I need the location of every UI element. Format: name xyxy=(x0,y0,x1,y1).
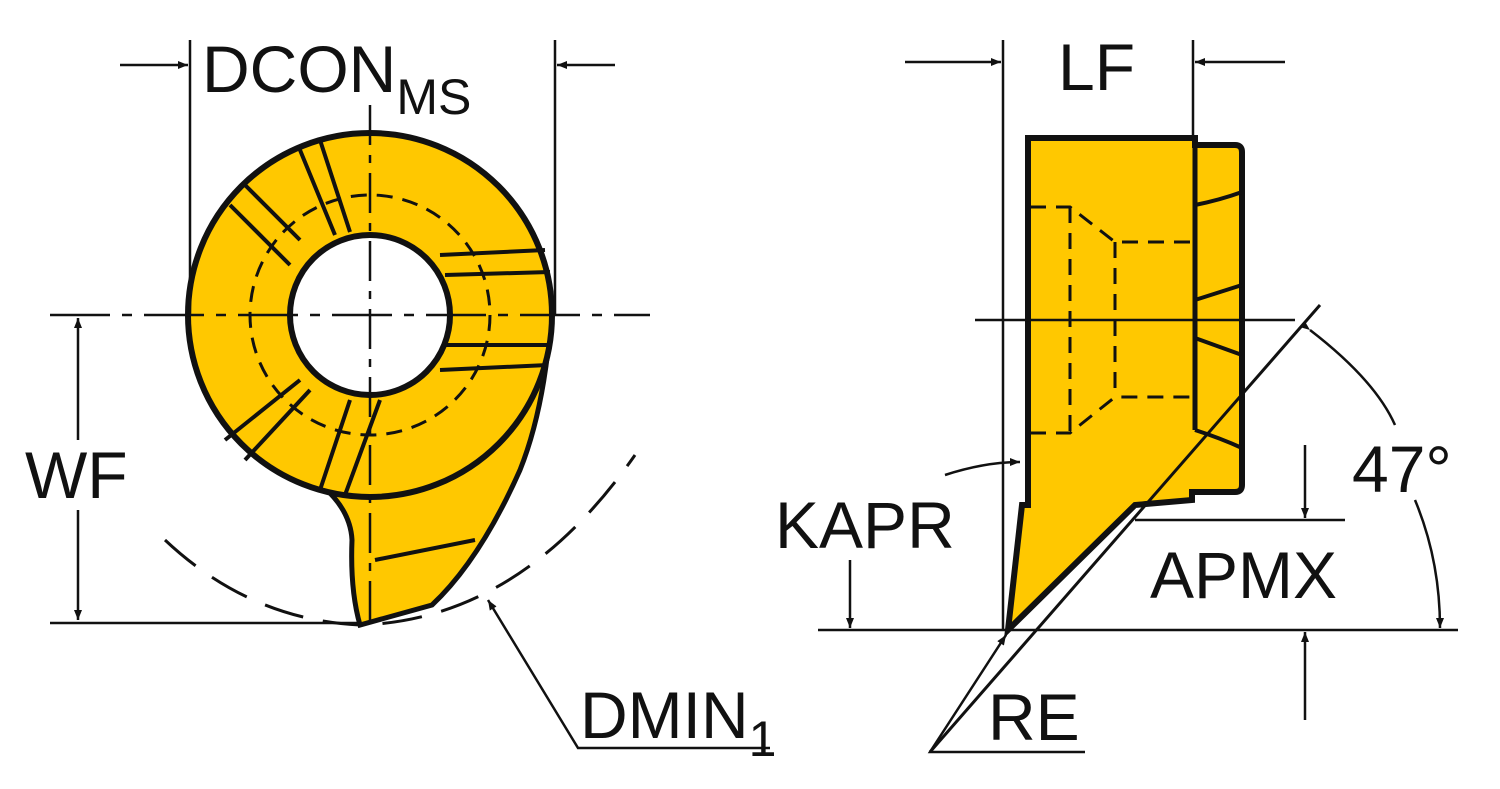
re-label: RE xyxy=(988,680,1080,754)
insert-side-body xyxy=(1004,135,1245,639)
wf-label: WF xyxy=(25,438,128,512)
apmx-label: APMX xyxy=(1150,538,1337,612)
front-view xyxy=(50,40,770,750)
dmin-label: DMIN1 xyxy=(580,678,776,767)
kapr-label: KAPR xyxy=(775,488,955,562)
side-view xyxy=(818,40,1458,754)
flute-lines xyxy=(223,139,551,562)
angle-label: 47° xyxy=(1352,432,1452,506)
dmin-arc xyxy=(163,454,637,627)
dcon-label: DCONMS xyxy=(202,32,471,125)
lf-label: LF xyxy=(1058,30,1135,104)
